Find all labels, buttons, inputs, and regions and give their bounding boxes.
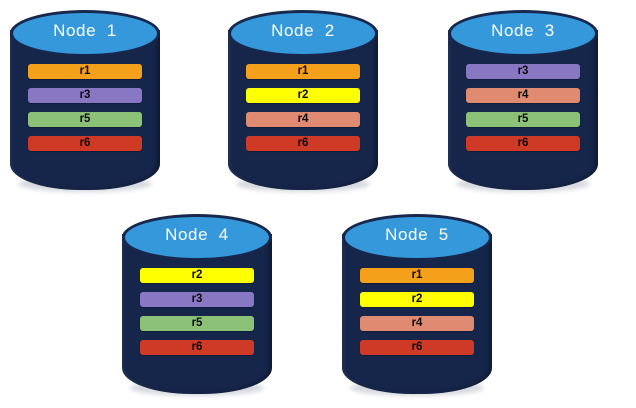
replica-bar-r1[interactable]: r1 <box>246 64 360 79</box>
cylinder-top-ellipse <box>345 217 489 258</box>
replica-bar-r6[interactable]: r6 <box>360 340 474 355</box>
cylinder-body <box>228 30 378 190</box>
replica-list: r1 r2 r4 r6 <box>246 64 360 151</box>
node-label: Node 2 <box>271 21 335 40</box>
node-label: Node 4 <box>165 225 229 244</box>
replica-bar-r6[interactable]: r6 <box>246 136 360 151</box>
database-node-4[interactable]: Node 4 r2 r3 r5 r6 <box>122 212 272 398</box>
replica-bar-r6[interactable]: r6 <box>28 136 142 151</box>
replica-bar-r5[interactable]: r5 <box>28 112 142 127</box>
cylinder-top-ellipse <box>125 217 269 258</box>
replica-bar-r4[interactable]: r4 <box>360 316 474 331</box>
cylinder-body <box>448 30 598 190</box>
replica-bar-r1[interactable]: r1 <box>360 268 474 283</box>
replica-bar-r6[interactable]: r6 <box>466 136 580 151</box>
cylinder-body <box>122 234 272 394</box>
cylinder-body <box>10 30 160 190</box>
replica-bar-r3[interactable]: r3 <box>140 292 254 307</box>
replica-bar-r3[interactable]: r3 <box>28 88 142 103</box>
node-label: Node 1 <box>53 21 117 40</box>
replica-list: r1 r3 r5 r6 <box>28 64 142 151</box>
replica-bar-r1[interactable]: r1 <box>28 64 142 79</box>
replica-bar-r2[interactable]: r2 <box>140 268 254 283</box>
replica-list: r1 r2 r4 r6 <box>360 268 474 355</box>
replica-bar-r2[interactable]: r2 <box>360 292 474 307</box>
replica-bar-r5[interactable]: r5 <box>466 112 580 127</box>
replica-bar-r4[interactable]: r4 <box>466 88 580 103</box>
node-label: Node 5 <box>385 225 449 244</box>
cylinder-body <box>342 234 492 394</box>
replica-list: r2 r3 r5 r6 <box>140 268 254 355</box>
cylinder-top-ellipse <box>231 13 375 54</box>
replica-bar-r2[interactable]: r2 <box>246 88 360 103</box>
database-node-3[interactable]: Node 3 r3 r4 r5 r6 <box>448 8 598 194</box>
cylinder-top-ellipse <box>451 13 595 54</box>
database-node-2[interactable]: Node 2 r1 r2 r4 r6 <box>228 8 378 194</box>
database-node-1[interactable]: Node 1 r1 r3 r5 r6 <box>10 8 160 194</box>
replica-bar-r4[interactable]: r4 <box>246 112 360 127</box>
node-label: Node 3 <box>491 21 555 40</box>
replica-list: r3 r4 r5 r6 <box>466 64 580 151</box>
database-node-5[interactable]: Node 5 r1 r2 r4 r6 <box>342 212 492 398</box>
replica-bar-r3[interactable]: r3 <box>466 64 580 79</box>
cylinder-top-ellipse <box>13 13 157 54</box>
replica-bar-r5[interactable]: r5 <box>140 316 254 331</box>
replica-bar-r6[interactable]: r6 <box>140 340 254 355</box>
